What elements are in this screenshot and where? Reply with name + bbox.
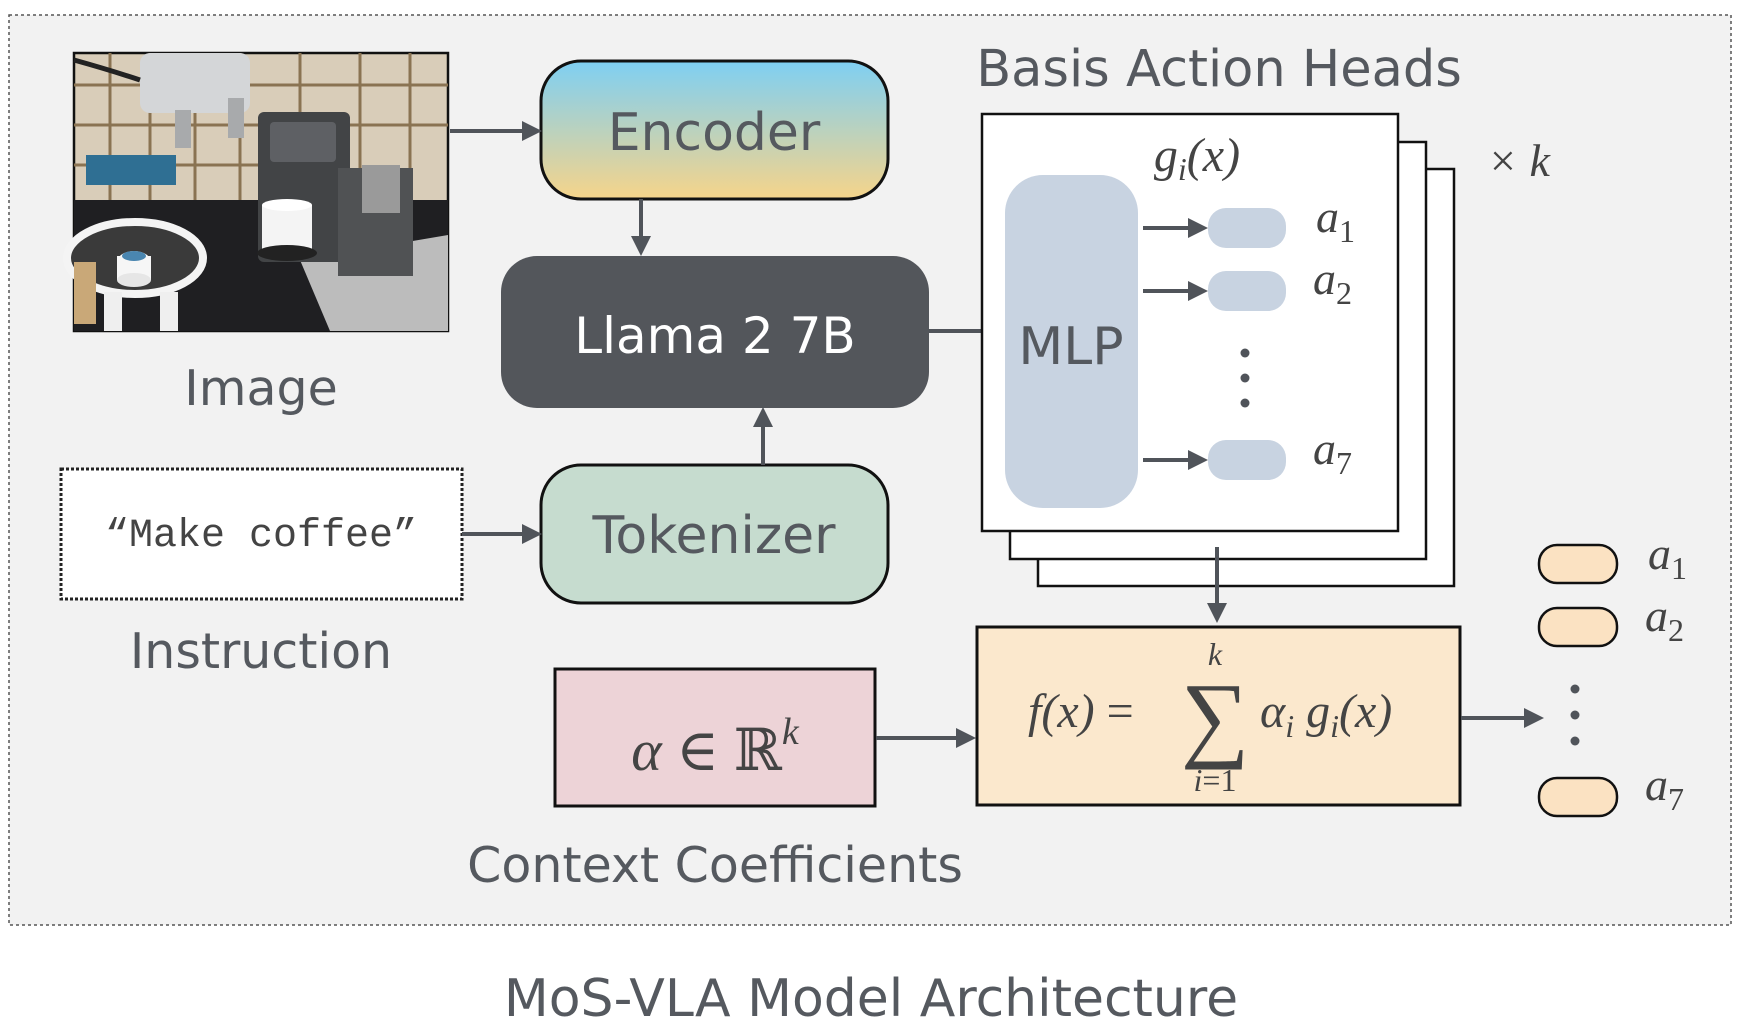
llm-block	[501, 256, 929, 408]
instruction-text: “Make coffee”	[105, 514, 417, 559]
ellipsis-dot	[1240, 398, 1250, 408]
ellipsis-dot	[1570, 684, 1580, 694]
final-output-pill	[1537, 606, 1619, 648]
ellipsis-dot	[1570, 710, 1580, 720]
sum-upper-limit: k	[1208, 636, 1223, 672]
head-output-pill	[1208, 440, 1286, 480]
final-output-pill	[1537, 776, 1619, 818]
context-block	[553, 667, 877, 808]
final-output-pill	[1537, 543, 1619, 585]
combination-terms: αi gi(x)	[1260, 685, 1392, 744]
instruction-label: Instruction	[130, 623, 392, 680]
tokenizer-label: Tokenizer	[591, 506, 836, 566]
g-function-label: gi(x)	[1154, 129, 1240, 187]
encoder-label: Encoder	[608, 103, 821, 163]
image-label: Image	[184, 360, 337, 417]
head-output-pill	[1208, 271, 1286, 311]
llm-label: Llama 2 7B	[574, 307, 855, 365]
mlp-label: MLP	[1018, 317, 1123, 377]
head-output-pill	[1208, 208, 1286, 248]
combination-block	[975, 625, 1462, 807]
context-label: Context Coefficients	[467, 837, 963, 894]
final-output-label: a7	[1645, 759, 1684, 817]
alpha-label: α ∈ ℝk	[631, 711, 800, 783]
ellipsis-dot	[1240, 373, 1250, 383]
diagram-title: MoS-VLA Model Architecture	[504, 969, 1238, 1029]
combination-formula: f(x) =	[1028, 685, 1134, 738]
times-k-label: × k	[1487, 135, 1552, 186]
instruction-box	[59, 467, 464, 601]
ellipsis-dot	[1570, 736, 1580, 746]
ellipsis-dot	[1240, 348, 1250, 358]
input-photo	[63, 51, 450, 333]
sum-symbol: ∑	[1181, 663, 1249, 770]
mlp-block	[1005, 175, 1138, 508]
heads-title: Basis Action Heads	[976, 40, 1462, 99]
sum-lower-limit: i=1	[1194, 762, 1237, 798]
